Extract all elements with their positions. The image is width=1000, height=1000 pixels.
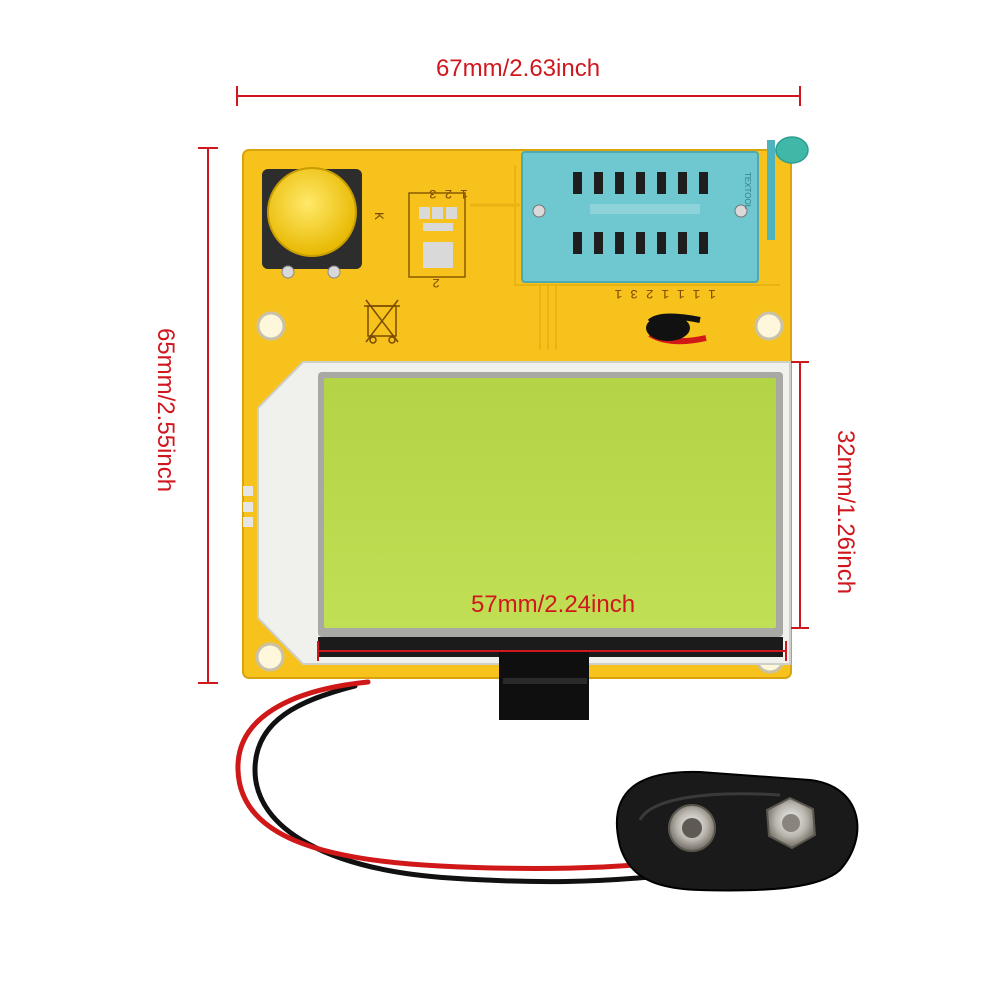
mounting-hole: [754, 311, 784, 341]
mounting-hole: [256, 311, 286, 341]
snap-terminal-hex: [765, 796, 817, 850]
zif-slot-row-bottom: [573, 232, 708, 254]
smd-test-pads: 1 2 3 2: [408, 186, 468, 290]
lcd-height-label: 32mm/1.26inch: [832, 430, 859, 594]
zif-pin-labels: 1 1 1 1 2 3 1: [614, 286, 716, 301]
zif-slot-row-top: [573, 172, 708, 194]
test-push-button: K: [262, 167, 386, 279]
zif-socket: TEXTOOL: [521, 136, 809, 283]
zif-brand-label: TEXTOOL: [743, 172, 752, 210]
lcd-width-label: 57mm/2.24inch: [471, 591, 635, 618]
height-dimension-label: 65mm/2.55inch: [152, 328, 179, 492]
height-dimension: 65mm/2.55inch: [152, 147, 218, 684]
weee-bin-icon: [364, 299, 400, 344]
lcd-screen: [324, 378, 776, 628]
battery-wire-solder: [646, 313, 707, 345]
snap-terminal-round: [668, 804, 716, 852]
connector-silk-mark: 2: [432, 275, 440, 290]
width-dimension: 67mm/2.63inch: [236, 55, 801, 106]
lcd-height-dimension: 32mm/1.26inch: [791, 361, 859, 629]
battery-snap-connector: [615, 770, 859, 892]
width-dimension-label: 67mm/2.63inch: [436, 55, 600, 82]
battery-leads: [235, 679, 673, 885]
button-silk-mark: K: [371, 212, 386, 220]
lcd-width-dimension: 57mm/2.24inch: [317, 591, 787, 661]
mounting-hole: [255, 642, 285, 672]
lcd-module: [257, 361, 791, 720]
